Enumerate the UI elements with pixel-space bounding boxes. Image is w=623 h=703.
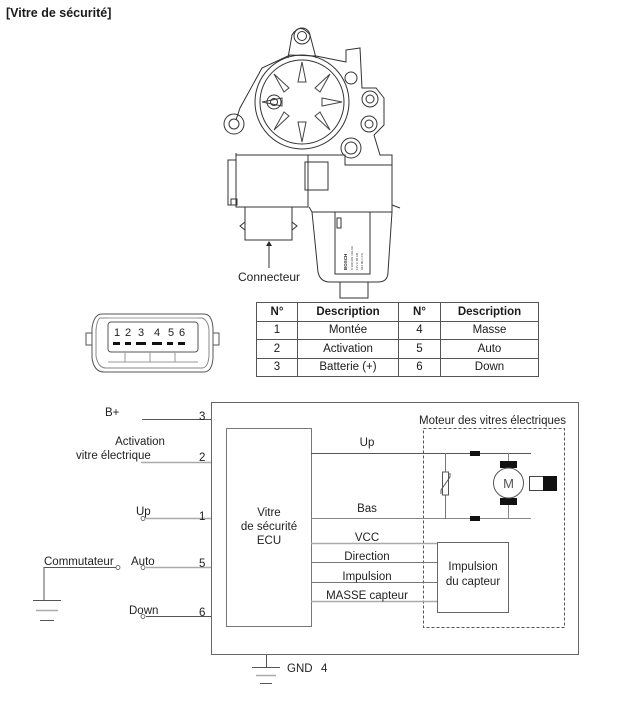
pin-3-label: 3 <box>199 411 205 423</box>
pin-number: 2 <box>125 327 131 339</box>
brand-marking: BOSCH <box>343 254 348 270</box>
pin-6-label: 6 <box>199 607 205 619</box>
ecu-label-line1: Vitre <box>257 507 280 519</box>
pin-number-cell: 2 <box>256 339 298 359</box>
label-line-up: Up <box>360 437 375 449</box>
pin-number: 6 <box>179 327 185 339</box>
gnd-pin-label: 4 <box>321 663 328 675</box>
label-line-down: Bas <box>357 503 377 515</box>
header-description: Description <box>297 302 399 322</box>
page-title: [Vitre de sécurité] <box>6 6 112 20</box>
terminal-up <box>140 516 146 521</box>
pin-number-cell: 5 <box>398 339 441 359</box>
motor-symbol <box>470 451 557 521</box>
label-sensor-ground: MASSE capteur <box>326 590 408 602</box>
description-cell: Down <box>440 357 539 377</box>
svg-text:12V F 00 LM: 12V F 00 LM <box>355 252 359 270</box>
svg-text:824 00-1 CS: 824 00-1 CS <box>360 253 364 270</box>
terminal-switch <box>115 565 121 570</box>
motor-m-label: M <box>503 476 514 491</box>
pin-number: 5 <box>168 327 174 339</box>
sensor-box <box>437 542 509 613</box>
label-activation-1: Activation <box>115 436 165 448</box>
pin-5-label: 5 <box>199 558 205 570</box>
header-no: N° <box>398 302 441 322</box>
pin-number-cell: 1 <box>256 320 298 340</box>
label-down: Down <box>129 605 158 617</box>
label-impulsion: Impulsion <box>342 571 391 583</box>
pin-2-label: 2 <box>199 452 205 464</box>
label-activation-2: vitre électrique <box>76 450 151 462</box>
pin-description-table: N° Description N° Description 1 Montée 4… <box>256 302 539 377</box>
table-row: 2 Activation 5 Auto <box>256 339 539 359</box>
connector-label: Connecteur <box>238 270 300 284</box>
thermistor-symbol <box>440 471 451 496</box>
label-up: Up <box>136 506 151 518</box>
label-b-plus: B+ <box>105 407 120 419</box>
terminal-down <box>140 614 146 619</box>
label-direction: Direction <box>344 551 389 563</box>
module-outline <box>211 402 579 655</box>
label-auto: Auto <box>131 556 155 568</box>
terminal-auto <box>140 565 146 570</box>
svg-text:0 390 201 191-09: 0 390 201 191-09 <box>350 246 354 270</box>
pin-number-cell: 6 <box>398 357 441 377</box>
pin-number: 3 <box>138 327 144 339</box>
ecu-box <box>226 428 312 627</box>
description-cell: Auto <box>440 339 539 359</box>
pin-number: 1 <box>114 327 120 339</box>
wiring-schematic: B+ 3 Activation vitre électrique 2 Up 1 … <box>33 402 579 684</box>
ecu-label-line3: ECU <box>257 535 281 547</box>
pin-number-cell: 3 <box>256 357 298 377</box>
motor-enclosure <box>423 428 565 628</box>
table-header-row: N° Description N° Description <box>256 302 539 322</box>
table-row: 3 Batterie (+) 6 Down <box>256 357 539 377</box>
pin-number: 4 <box>154 327 160 339</box>
gnd-label: GND <box>287 663 313 675</box>
description-cell: Montée <box>297 320 399 340</box>
header-no: N° <box>256 302 298 322</box>
header-description: Description <box>440 302 539 322</box>
description-cell: Masse <box>440 320 539 340</box>
description-cell: Activation <box>297 339 399 359</box>
label-vcc: VCC <box>355 532 379 544</box>
sensor-box-line1: Impulsion <box>448 561 497 573</box>
table-row: 1 Montée 4 Masse <box>256 320 539 340</box>
pin-number-cell: 4 <box>398 320 441 340</box>
pin-1-label: 1 <box>199 511 205 523</box>
window-motor-drawing: BOSCH 0 390 201 191-09 12V F 00 LM 824 0… <box>223 27 401 299</box>
motor-enclosure-label: Moteur des vitres électriques <box>419 415 566 427</box>
ecu-label-line2: de sécurité <box>241 521 297 533</box>
connector-face-diagram: 1 2 3 4 5 6 <box>85 313 220 373</box>
sensor-box-line2: du capteur <box>446 576 501 588</box>
label-switch: Commutateur <box>44 556 114 568</box>
description-cell: Batterie (+) <box>297 357 399 377</box>
